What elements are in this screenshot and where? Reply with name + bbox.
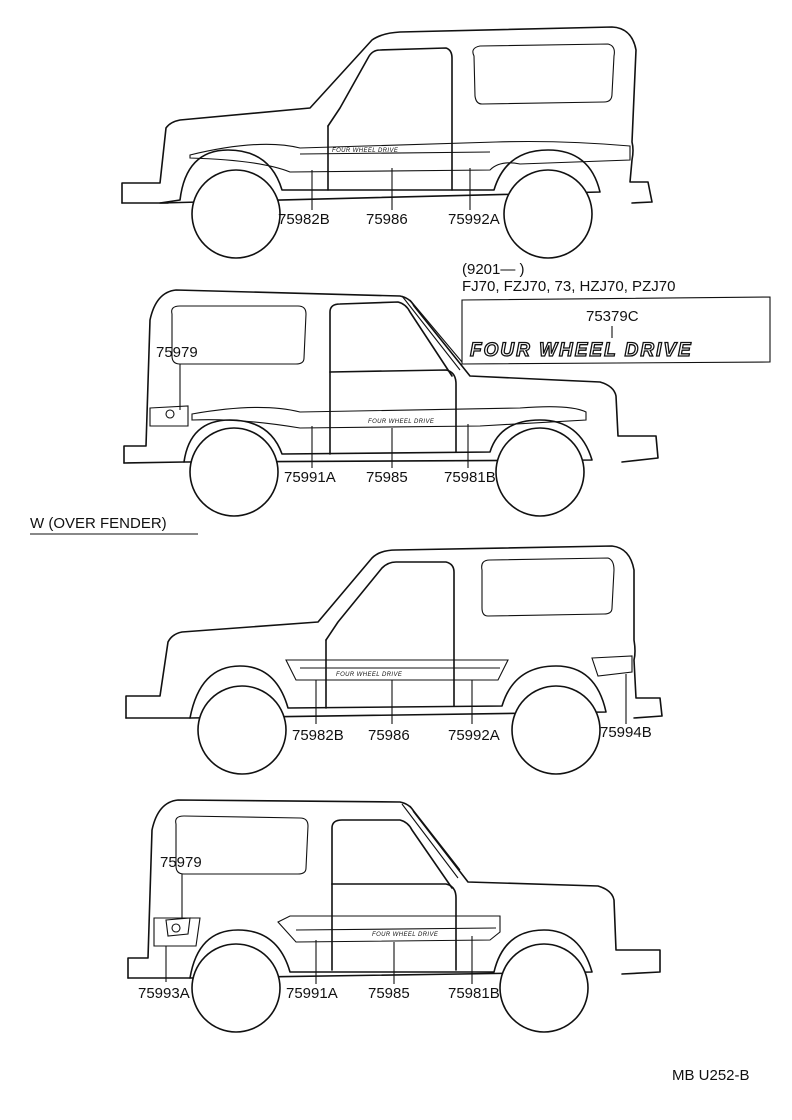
section-heading: W (OVER FENDER) — [30, 515, 198, 535]
label-75986: 75986 — [366, 211, 408, 228]
label-75379C: 75379C — [586, 308, 639, 325]
label-75993A: 75993A — [138, 985, 190, 1002]
rear-wheel-3 — [511, 685, 601, 775]
vehicle-2: FOUR WHEEL DRIVE 75979 75991A 75985 7598… — [123, 289, 659, 517]
rear-wheel-1 — [503, 169, 593, 259]
label-75986: 75986 — [368, 727, 410, 744]
front-wheel-4 — [191, 943, 281, 1033]
four-wheel-drive-logo: FOUR WHEEL DRIVE — [470, 340, 693, 361]
rear-wheel-4 — [499, 943, 589, 1033]
callout-models: FJ70, FZJ70, 73, HZJ70, PZJ70 — [462, 278, 675, 295]
front-wheel-1 — [191, 169, 281, 259]
label-75991A: 75991A — [284, 469, 336, 486]
label-75985: 75985 — [368, 985, 410, 1002]
stripe-logo-3: FOUR WHEEL DRIVE — [336, 672, 403, 678]
vehicle-4: FOUR WHEEL DRIVE 75979 75993A 75991A 759… — [127, 799, 661, 1033]
label-75981B: 75981B — [448, 985, 500, 1002]
label-75981B: 75981B — [444, 469, 496, 486]
label-75985: 75985 — [366, 469, 408, 486]
label-75979: 75979 — [156, 344, 198, 361]
stripe-logo-1: FOUR WHEEL DRIVE — [332, 148, 399, 154]
label-75991A: 75991A — [286, 985, 338, 1002]
label-75982B: 75982B — [292, 727, 344, 744]
stripe-logo-4: FOUR WHEEL DRIVE — [372, 932, 439, 938]
label-75982B: 75982B — [278, 211, 330, 228]
page-code: MB U252-B — [672, 1067, 750, 1084]
vehicle-3: FOUR WHEEL DRIVE 75982B 75986 75992A 759… — [125, 545, 663, 775]
label-75992A: 75992A — [448, 727, 500, 744]
callout-75379C: (9201— ) FJ70, FZJ70, 73, HZJ70, PZJ70 7… — [461, 261, 771, 365]
vehicle-1: FOUR WHEEL DRIVE 75982B 75986 75992A — [121, 26, 653, 259]
heading-over-fender: W (OVER FENDER) — [30, 515, 167, 532]
label-75994B: 75994B — [600, 724, 652, 741]
label-75992A: 75992A — [448, 211, 500, 228]
rear-wheel-2 — [495, 427, 585, 517]
stripe-logo-2: FOUR WHEEL DRIVE — [368, 419, 435, 425]
callout-date: (9201— ) — [462, 261, 525, 278]
front-wheel-2 — [189, 427, 279, 517]
front-wheel-3 — [197, 685, 287, 775]
label-75979: 75979 — [160, 854, 202, 871]
